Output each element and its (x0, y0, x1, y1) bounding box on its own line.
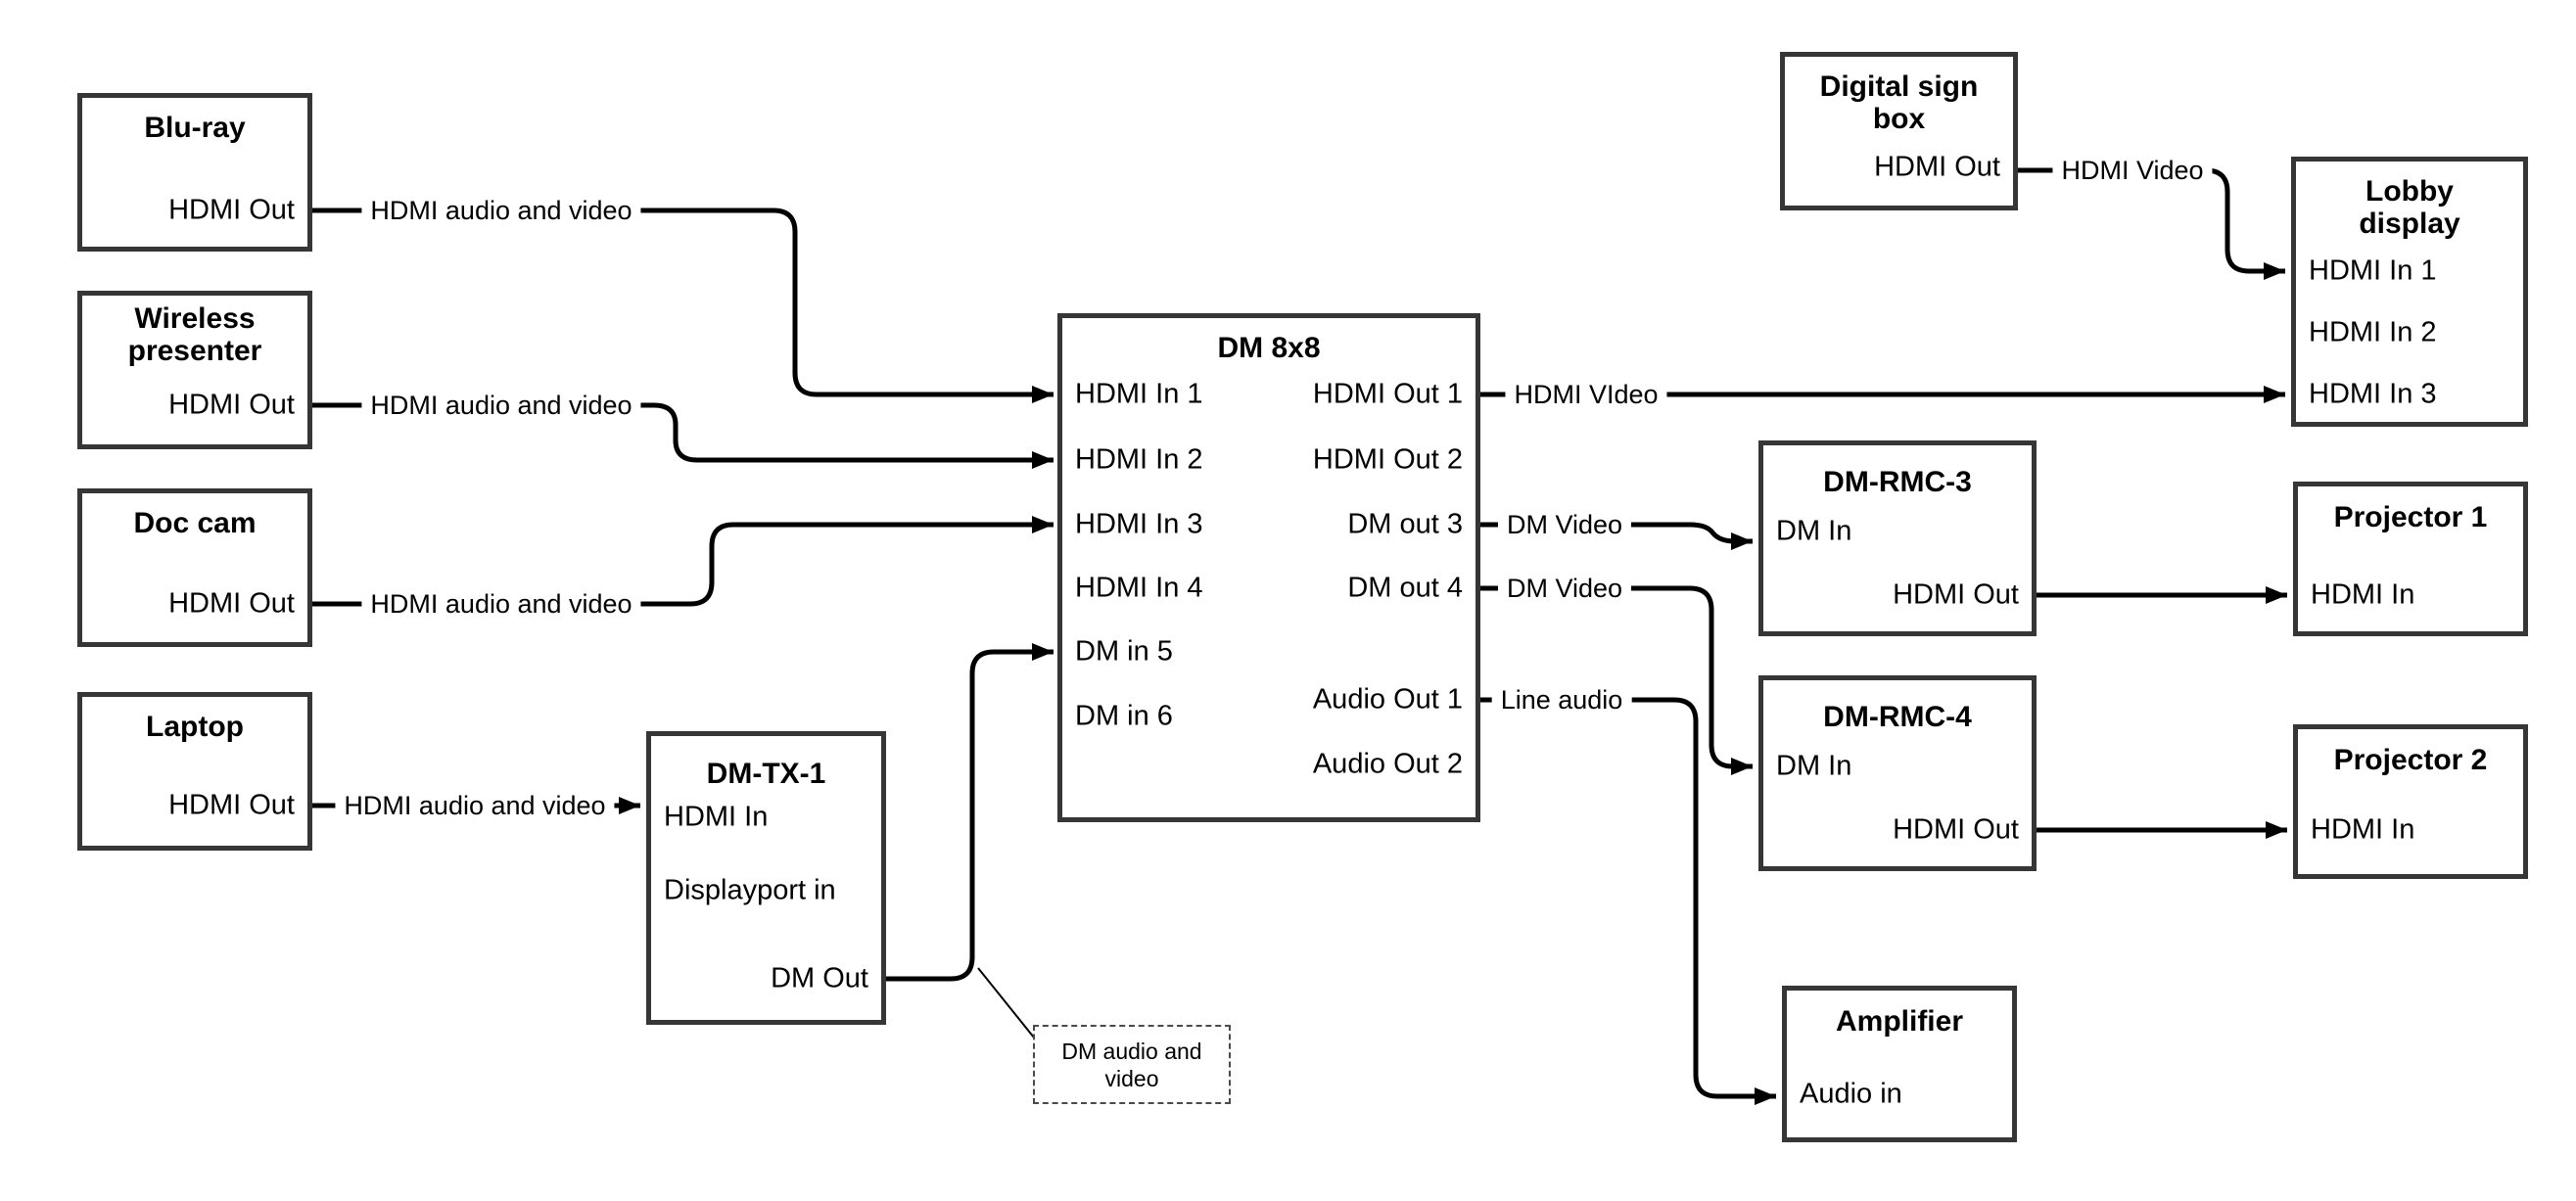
port-dm-8x8-dm-in-6: DM in 6 (1075, 700, 1173, 732)
wire-label-dm8x8-audio-out-1-to-amplifier: Line audio (1491, 685, 1632, 715)
node-title: DM-TX-1 (651, 758, 881, 790)
port-dm-8x8-audio-out-1: Audio Out 1 (1312, 683, 1463, 716)
node-title-line: Projector 2 (2333, 744, 2488, 776)
node-title-line: DM 8x8 (1217, 332, 1321, 364)
port-dm-8x8-hdmi-in-1: HDMI In 1 (1075, 378, 1203, 410)
wire-label-bluray-to-dm8x8-hdmi-in-1: HDMI audio and video (361, 196, 641, 225)
wire-label-wireless-to-dm8x8-hdmi-in-2: HDMI audio and video (361, 391, 641, 420)
node-title: DM-RMC-4 (1763, 701, 2032, 733)
port-dm-tx-1-displayport-in: Displayport in (664, 874, 836, 906)
node-title: Doc cam (82, 507, 307, 539)
wire-dm8x8-dm-out-4-to-rmc4 (1480, 585, 1753, 776)
note-text-line: video (1104, 1065, 1159, 1091)
wire-label-signbox-to-lobby-in-1: HDMI Video (2052, 156, 2213, 185)
port-dm-8x8-hdmi-in-3: HDMI In 3 (1075, 508, 1203, 540)
port-dm-rmc-3-dm-in: DM In (1776, 515, 1852, 547)
node-title-line: Wireless (134, 302, 256, 335)
node-title-line: display (2359, 208, 2460, 240)
node-title: Laptop (82, 711, 307, 743)
node-title-line: Lobby (2365, 175, 2454, 208)
node-title-line: DM-TX-1 (706, 758, 826, 790)
wire-label-dm8x8-dm-out-3-to-rmc3: DM Video (1497, 510, 1632, 539)
node-projector-1: Projector 1 HDMI In (2293, 482, 2528, 636)
wire-dm8x8-dm-out-3-to-rmc3 (1480, 522, 1753, 551)
node-title-line: presenter (127, 335, 262, 367)
node-title: DM-RMC-3 (1763, 466, 2032, 498)
node-title: Projector 2 (2298, 744, 2523, 776)
port-dm-8x8-hdmi-in-4: HDMI In 4 (1075, 572, 1203, 604)
port-dm-tx-1-dm-out: DM Out (771, 962, 868, 994)
port-dm-rmc-3-hdmi-out: HDMI Out (1893, 578, 2019, 611)
note-text-line: DM audio and (1061, 1038, 1202, 1064)
port-laptop-hdmi-out: HDMI Out (168, 789, 295, 821)
node-title-line: DM-RMC-4 (1823, 701, 1972, 733)
port-dm-8x8-audio-out-2: Audio Out 2 (1312, 748, 1463, 780)
node-title-line: Projector 1 (2333, 501, 2488, 533)
wire-bluray-to-dm8x8-hdmi-in-1 (312, 208, 1054, 404)
port-dm-8x8-hdmi-in-2: HDMI In 2 (1075, 443, 1203, 476)
node-title-line: DM-RMC-3 (1823, 466, 1972, 498)
port-projector-2-hdmi-in: HDMI In (2311, 813, 2415, 846)
node-title-line: Laptop (146, 711, 244, 743)
wire-dmtx1-to-dm8x8-dm-in-5 (886, 643, 1054, 982)
node-title: Blu-ray (82, 112, 307, 144)
node-title-line: Doc cam (133, 507, 257, 539)
note-leader-line (977, 967, 1035, 1039)
port-dm-8x8-dm-in-5: DM in 5 (1075, 635, 1173, 668)
wire-signbox-to-lobby-in-1 (2018, 167, 2285, 281)
wire-doccam-to-dm8x8-hdmi-in-3 (312, 516, 1054, 607)
port-doc-cam-hdmi-out: HDMI Out (168, 587, 295, 620)
node-title-line: box (1872, 103, 1926, 135)
node-dm-rmc-4: DM-RMC-4 DM In HDMI Out (1758, 675, 2037, 871)
port-wireless-presenter-hdmi-out: HDMI Out (168, 389, 295, 421)
port-dm-8x8-hdmi-out-2: HDMI Out 2 (1312, 443, 1463, 476)
node-title-line: Blu-ray (144, 112, 246, 144)
port-digital-sign-box-hdmi-out: HDMI Out (1874, 151, 2000, 183)
port-lobby-display-hdmi-in-3: HDMI In 3 (2309, 378, 2437, 410)
port-dm-rmc-4-hdmi-out: HDMI Out (1893, 813, 2019, 846)
port-projector-1-hdmi-in: HDMI In (2311, 578, 2415, 611)
port-dm-8x8-dm-out-3: DM out 3 (1347, 508, 1463, 540)
port-amplifier-audio-in: Audio in (1800, 1078, 1902, 1110)
port-lobby-display-hdmi-in-1: HDMI In 1 (2309, 254, 2437, 287)
port-dm-tx-1-hdmi-in: HDMI In (664, 801, 769, 833)
wire-dm8x8-audio-out-1-to-amplifier (1480, 697, 1776, 1106)
port-lobby-display-hdmi-in-2: HDMI In 2 (2309, 316, 2437, 348)
node-dm-rmc-3: DM-RMC-3 DM In HDMI Out (1758, 440, 2037, 636)
node-title-line: Amplifier (1835, 1005, 1964, 1038)
port-blu-ray-hdmi-out: HDMI Out (168, 194, 295, 226)
node-title: Amplifier (1787, 1005, 2012, 1038)
node-projector-2: Projector 2 HDMI In (2293, 724, 2528, 879)
node-title-line: Digital sign (1819, 70, 1979, 103)
wire-wireless-to-dm8x8-hdmi-in-2 (312, 402, 1054, 470)
port-dm-rmc-4-dm-in: DM In (1776, 750, 1852, 782)
wire-label-dm8x8-dm-out-4-to-rmc4: DM Video (1497, 574, 1632, 603)
port-dm-8x8-hdmi-out-1: HDMI Out 1 (1312, 378, 1463, 410)
wire-label-doccam-to-dm8x8-hdmi-in-3: HDMI audio and video (361, 589, 641, 619)
port-dm-8x8-dm-out-4: DM out 4 (1347, 572, 1463, 604)
node-title: DM 8x8 (1062, 332, 1475, 364)
wire-label-dm8x8-hdmi-out-1-to-lobby-in-3: HDMI VIdeo (1505, 380, 1667, 409)
node-title: Projector 1 (2298, 501, 2523, 533)
wire-label-laptop-to-dmtx1-hdmi-in: HDMI audio and video (335, 791, 615, 820)
